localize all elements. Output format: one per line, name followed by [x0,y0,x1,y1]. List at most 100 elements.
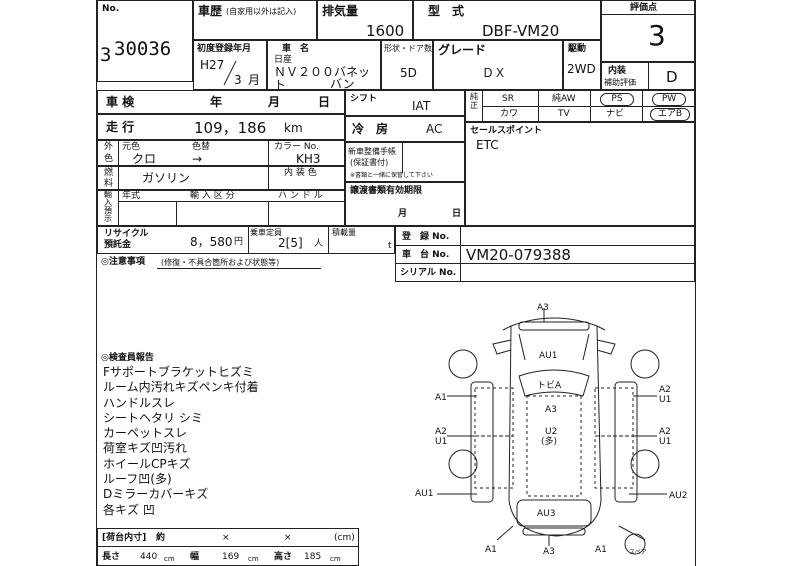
import-label-4: 示 [104,214,112,223]
car-diagram: A3 AU1 トビA A3 U2 (多) AU3 A1 A2 U1 AU1 A2… [415,303,687,557]
displacement-label: 排気量 [322,4,359,18]
label-au1-left: AU1 [415,489,433,499]
equip-navi: ナビ [606,109,625,119]
equip-kawa: カワ [500,109,519,119]
mileage-unit: km [284,121,303,135]
interior-color-label: 内 装 色 [284,168,317,178]
label-a3-mid: A3 [545,405,557,415]
equipment-box: 純正 SR 純AW PS PW カワ TV ナビ エアB [465,90,695,122]
transfer-label: 譲渡書類有効期限 [350,186,423,196]
chassis-value: VM20-079388 [466,246,571,264]
inspection-label: 車 検 [106,95,135,109]
displacement-value: 1600 [366,22,405,40]
original-color-label: 元色 [122,142,141,152]
wheel-rl [448,449,478,479]
sales-point-box: セールスポイント ETC [465,122,695,226]
import-row: 輸 入 預 示 年式 輸 入 区 分 ハ ン ド ル [97,190,345,226]
spare-wheel [624,533,646,555]
reg-month: 3 [234,73,242,87]
length-cm: cm [164,555,175,563]
exterior-label-1: 外 [104,142,114,152]
year-type-label: 年式 [122,191,141,201]
rear-bumper [522,527,586,536]
capacity-value: 2[5] [278,236,303,250]
grade-score-value: 3 [648,19,666,52]
equip-tv: TV [558,109,570,119]
note-line: カーペットスレ [103,426,188,441]
interior-value: D [666,68,678,86]
shift-row: シフト IAT [345,90,465,116]
cargo-box: [荷台内寸] 約 × × (cm) 長さ 440 cm 幅 169 cm 高さ … [97,528,359,566]
grade-text: ＤＸ [482,66,507,80]
label-a3-top: A3 [537,303,549,313]
color-change-label: 色替 [192,142,211,152]
manual-label: 新車整備手帳 [348,147,396,156]
height-value: 185 [304,552,322,562]
ac-value: AC [426,122,443,136]
car-name-sub: バン [330,77,355,91]
note-line: 各キズ 凹 [103,502,155,517]
note-line: ルーフ凹(多) [103,472,172,487]
equip-sr: SR [502,94,514,104]
shift-label: シフト [350,94,378,104]
day-label: 日 [318,95,331,109]
fuel-value: ガソリン [142,171,191,185]
equip-aw: 純AW [552,94,576,104]
displacement-box: 排気量 1600 [317,0,413,40]
transfer-month: 月 [398,209,408,219]
side-right [614,381,638,503]
door-value: 5D [400,66,417,80]
side-left [470,381,494,503]
exterior-color-row: 外 色 元色 色替 クロ → カラー No. KH3 [97,140,345,166]
recycle-label-2: 預託金 [104,240,132,250]
inspector-notes: Fサポートブラケットヒズミ ルーム内汚れキズペンキ付着 ハンドルスレ シートヘタ… [103,365,323,519]
label-au3: AU3 [537,509,555,519]
manual-label-2: (保証書付) [350,158,389,167]
grade-score-box: 評価点 3 [601,0,695,62]
cargo-x2: × [284,533,292,543]
history-label: 車歴 [198,4,223,18]
history-box: 車歴 (自家用以外は記入) [193,0,317,40]
car-name: ＮＶ２００バネット [274,65,371,92]
label-u2-sub: (多) [541,435,557,447]
note-line: ルーム内汚れキズペンキ付着 [103,380,259,395]
reg-month-unit: 月 [248,73,261,87]
label-u1-right2: U1 [659,437,671,447]
load-label: 積載量 [332,228,356,237]
ac-row: 冷 房 AC [345,116,465,142]
car-name-box: 車 名 日産 ＮＶ２００バネット バン [267,40,381,92]
serial-label: シリアル No. [400,268,457,278]
fuel-label-1: 燃 [104,168,114,178]
label-a2-right1: A2 [659,385,671,395]
grade-box: グレード ＤＸ [433,40,563,90]
note-line: Fサポートブラケットヒズミ [103,365,254,379]
caution-sub: (修復・不具合箇所および状態等) [161,258,280,267]
width-value: 169 [222,552,240,562]
windshield [518,369,590,397]
registration-box: 登 録 No. 車 台 No. VM20-079388 シリアル No. [395,226,695,282]
label-tobi: トビA [537,380,562,391]
interior-sub: 補助評価 [604,78,636,87]
month-label: 月 [268,95,281,109]
sales-point-label: セールスポイント [470,126,543,136]
handle-label: ハ ン ド ル [278,191,323,201]
reg-year: H27 [200,58,225,72]
note-line: ホイールCPキズ [103,456,191,471]
color-arrow: → [192,152,203,166]
wheel-fr [630,349,660,379]
cargo-label-2: 約 [156,533,166,543]
recycle-row: リサイクル 預託金 8，580 円 乗車定員 2[5] 人 積載量 t [97,226,395,254]
interior-label: 内装 [608,66,627,76]
label-a2-right2: A2 [659,427,671,437]
width-label: 幅 [190,552,200,562]
inspector-label: ◎検査員報告 [101,353,154,363]
label-a1-bottom-right: A1 [595,545,607,555]
model-label: 型 式 [428,4,465,18]
equipment-label: 純正 [470,92,478,110]
fuel-label-2: 料 [104,179,114,189]
wheel-fl [448,349,478,379]
mirror-left [492,339,512,355]
transfer-day: 日 [452,209,462,219]
label-au1-top: AU1 [539,351,557,361]
color-value: クロ [132,152,157,166]
